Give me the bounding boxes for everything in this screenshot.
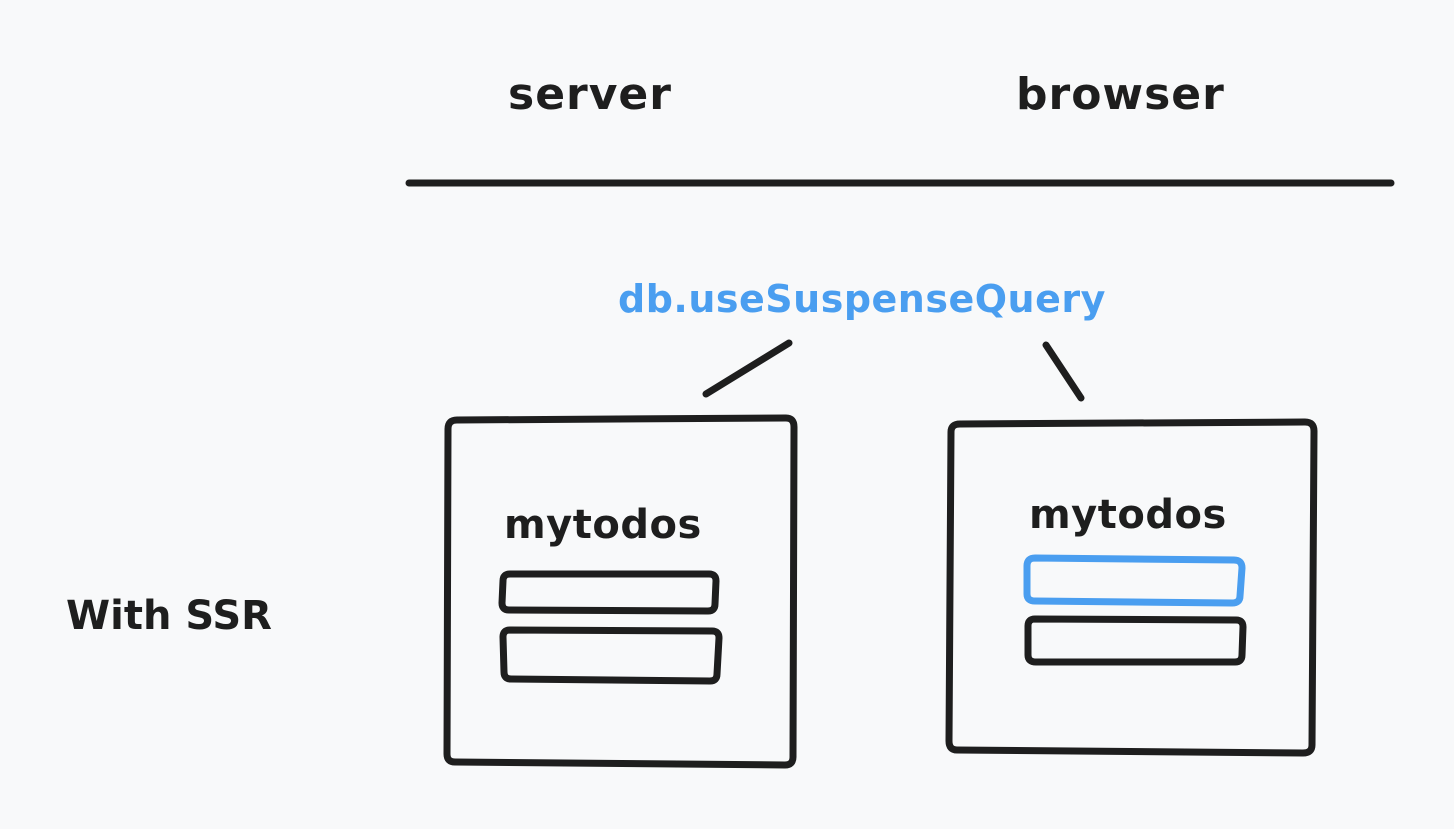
server-column-label: server	[508, 69, 672, 120]
hook-label: db.useSuspenseQuery	[618, 277, 1106, 321]
server-box	[443, 414, 798, 769]
browser-box-title: mytodos	[1029, 492, 1227, 538]
browser-column-label: browser	[1016, 69, 1225, 120]
browser-row-2	[1024, 615, 1247, 666]
row-label: With SSR	[66, 593, 272, 639]
browser-connector	[1042, 341, 1085, 402]
server-row-1	[498, 570, 720, 615]
server-box-title: mytodos	[504, 502, 702, 548]
browser-box	[945, 418, 1318, 757]
browser-row-1-highlighted	[1023, 554, 1246, 607]
server-connector	[702, 339, 793, 398]
server-row-2	[499, 626, 723, 685]
